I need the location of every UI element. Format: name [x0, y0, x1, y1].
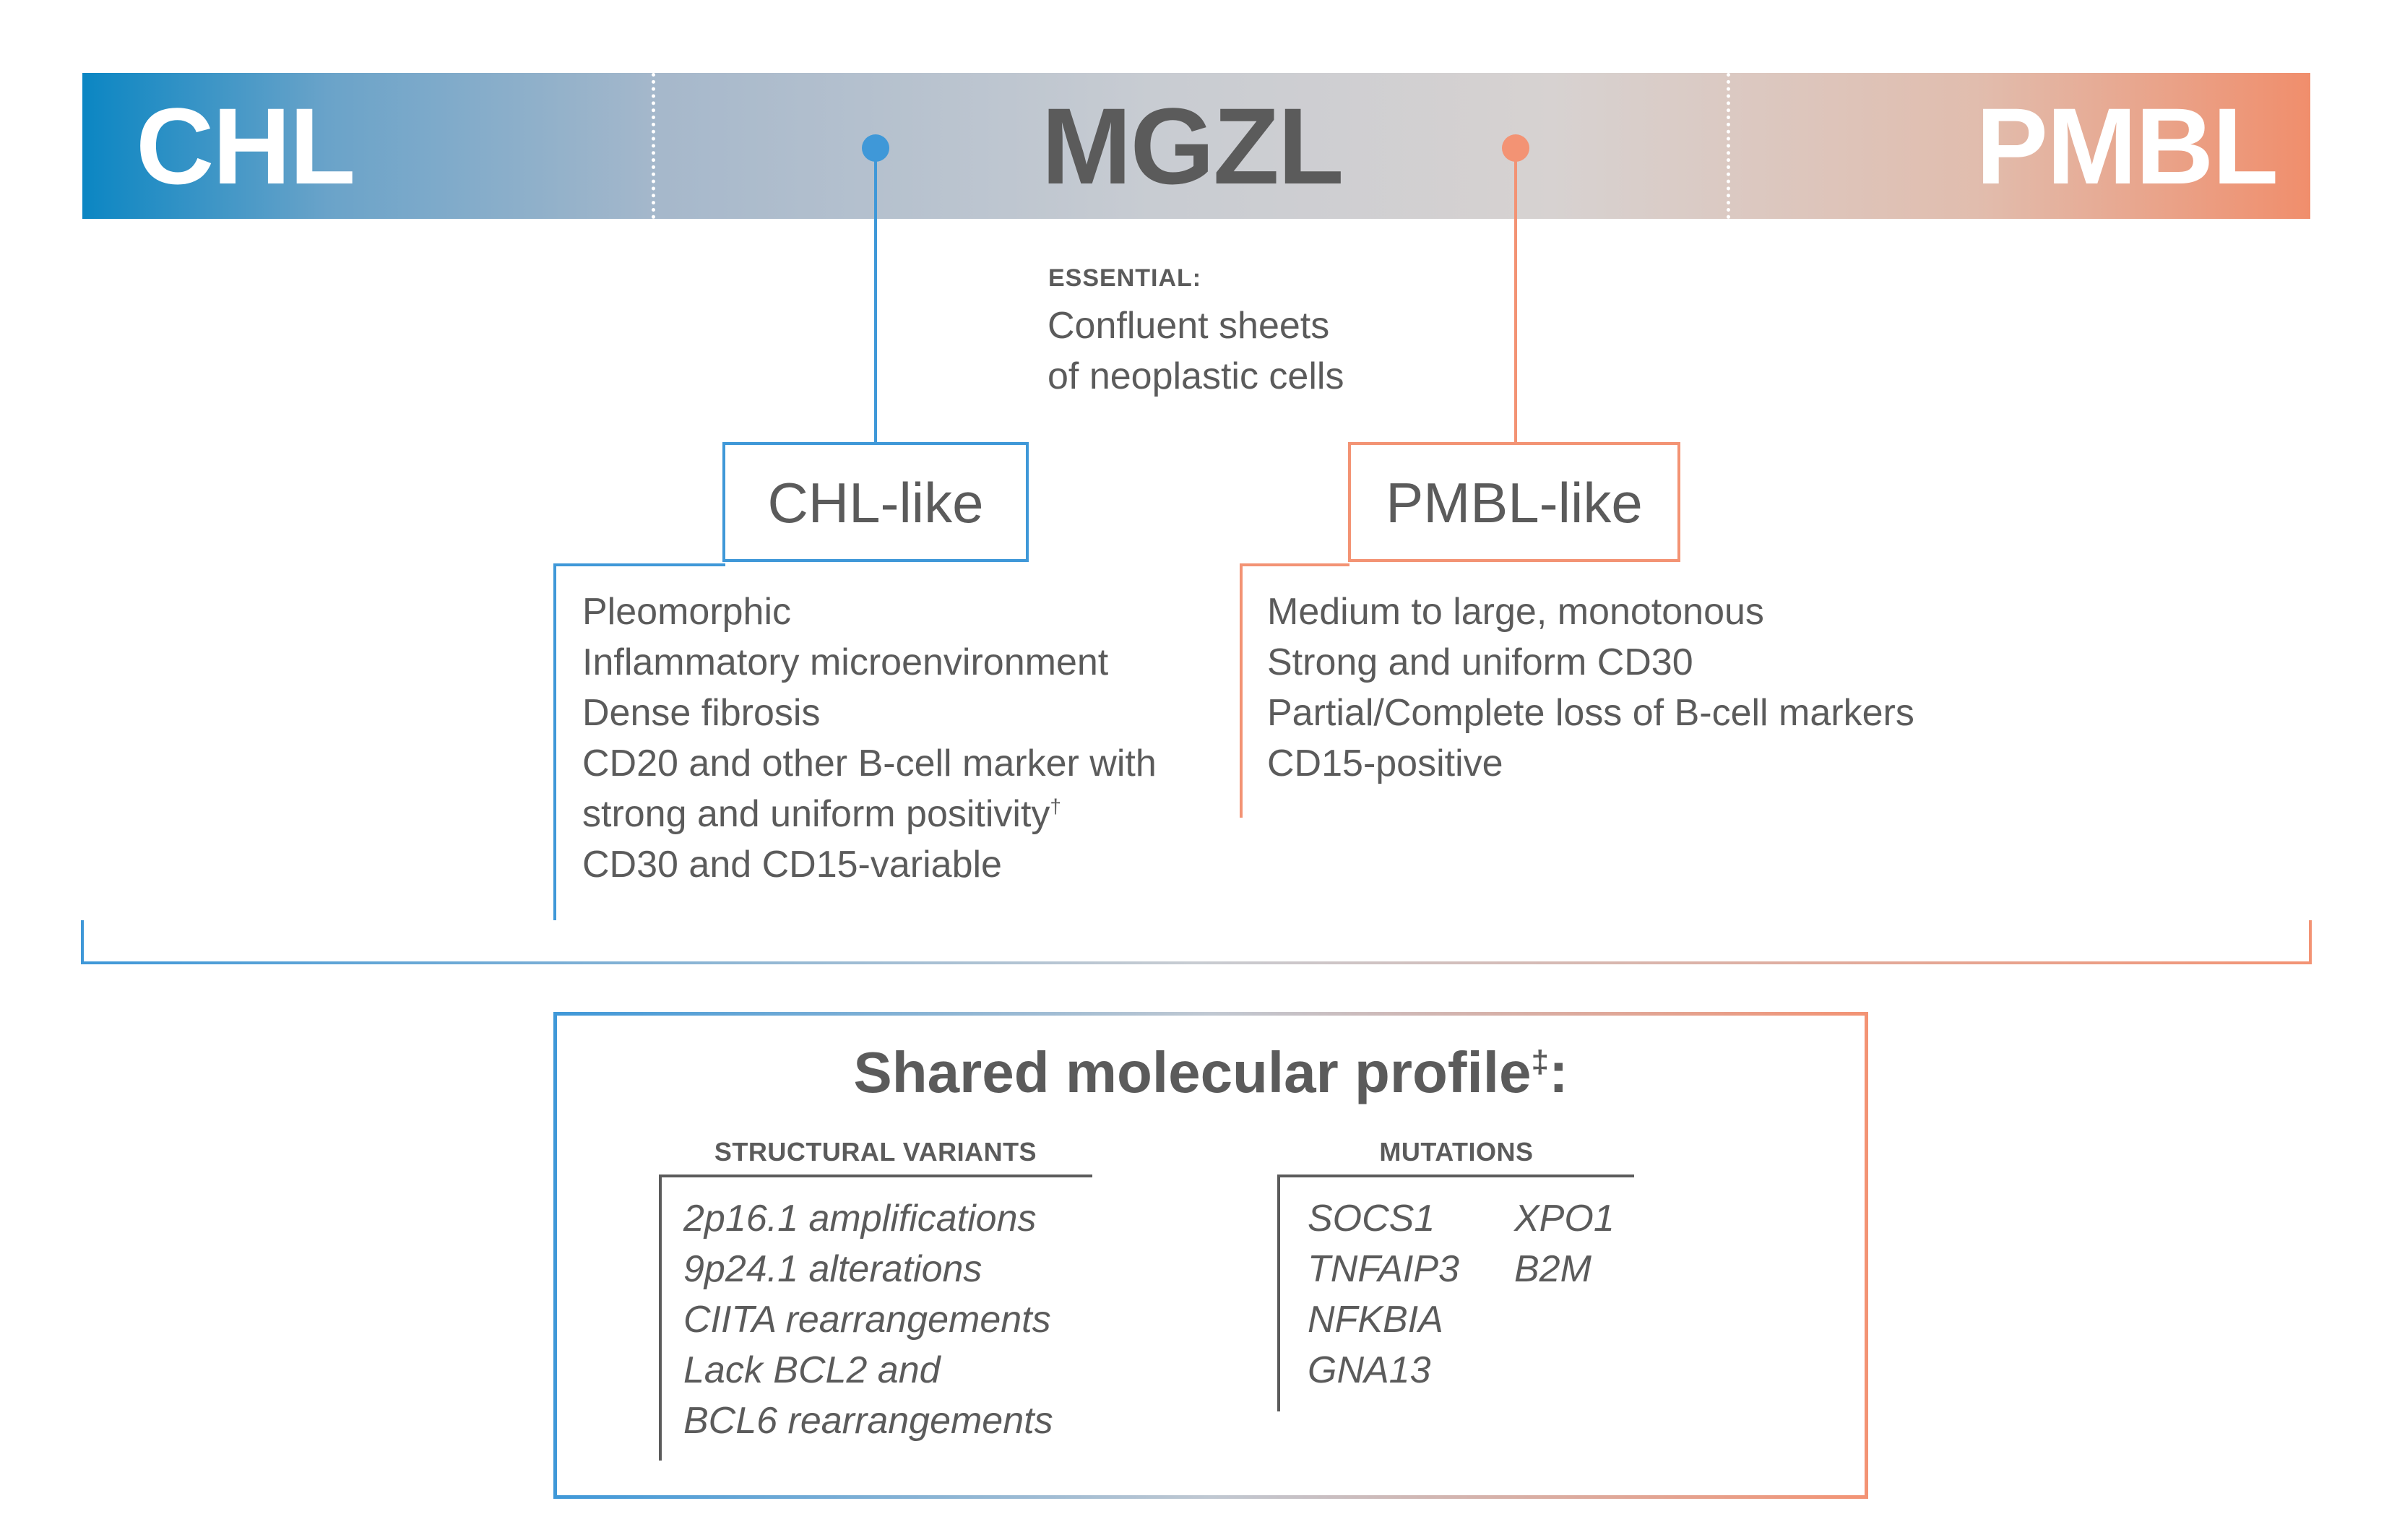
- list-item: Strong and uniform CD30: [1267, 641, 1693, 683]
- structural-variants-heading: STRUCTURAL VARIANTS: [714, 1137, 1037, 1167]
- list-item: TNFAIP3: [1308, 1248, 1459, 1290]
- mutations-heading: MUTATIONS: [1379, 1137, 1534, 1167]
- list-item: SOCS1: [1308, 1198, 1435, 1240]
- chl-like-feature-list: Pleomorphic Inflammatory microenvironmen…: [582, 587, 1232, 890]
- list-item: NFKBIA: [1308, 1299, 1443, 1341]
- list-item: 2p16.1 amplifications: [683, 1198, 1037, 1240]
- list-item: Inflammatory microenvironment: [582, 641, 1109, 683]
- list-item: Lack BCL2 and: [683, 1349, 941, 1391]
- mutations-rule: [1277, 1175, 1634, 1177]
- chl-like-bracket: [553, 563, 556, 920]
- list-item: CD15-positive: [1267, 743, 1503, 784]
- list-item: Dense fibrosis: [582, 692, 821, 734]
- pmbl-like-connector-line: [1514, 148, 1517, 442]
- dagger-footnote-mark: †: [1050, 795, 1061, 818]
- essential-heading: ESSENTIAL:: [1048, 264, 1202, 292]
- list-item: BCL6 rearrangements: [683, 1400, 1053, 1442]
- list-item: Pleomorphic: [582, 591, 792, 633]
- structural-variants-list: 2p16.1 amplifications 9p24.1 alterations…: [683, 1193, 1117, 1446]
- structural-variants-rule: [659, 1175, 662, 1461]
- list-item: Medium to large, monotonous: [1267, 591, 1764, 633]
- mutations-rule: [1277, 1175, 1280, 1411]
- list-item: XPO1: [1514, 1198, 1615, 1240]
- double-dagger-footnote-mark: ‡: [1531, 1044, 1549, 1080]
- list-item: CD20 and other B-cell marker with: [582, 743, 1157, 784]
- spectrum-divider-right: [1727, 73, 1730, 219]
- list-item: GNA13: [1308, 1349, 1431, 1391]
- list-item: CD30 and CD15-variable: [582, 844, 1002, 886]
- list-item: B2M: [1514, 1248, 1592, 1290]
- chl-like-connector-line: [874, 148, 877, 442]
- mgzl-label: MGZL: [1041, 85, 1344, 207]
- mutations-list-column-2: XPO1 B2M: [1514, 1193, 1659, 1294]
- list-item: CIITA rearrangements: [683, 1299, 1051, 1341]
- list-item: strong and uniform positivity†: [582, 789, 1232, 839]
- pmbl-like-feature-list: Medium to large, monotonous Strong and u…: [1267, 587, 2062, 789]
- shared-profile-title-text: Shared molecular profile: [853, 1040, 1532, 1104]
- essential-text-line: Confluent sheets: [1048, 305, 1330, 347]
- chl-like-box: CHL-like: [722, 442, 1029, 562]
- spectrum-bar: [82, 73, 2310, 219]
- list-item-text: strong and uniform positivity: [582, 793, 1050, 835]
- shared-profile-title: Shared molecular profile‡:: [553, 1033, 1868, 1112]
- structural-variants-rule: [659, 1175, 1092, 1177]
- pmbl-like-bracket: [1240, 563, 1243, 818]
- shared-profile-title-colon: :: [1548, 1040, 1568, 1104]
- essential-text-line: of neoplastic cells: [1048, 355, 1344, 397]
- chl-label: CHL: [136, 85, 355, 207]
- pmbl-like-bracket: [1240, 563, 1349, 566]
- shared-profile-box: [553, 1012, 1868, 1499]
- spectrum-bracket: [81, 961, 2312, 964]
- list-item: 9p24.1 alterations: [683, 1248, 982, 1290]
- list-item: Partial/Complete loss of B-cell markers: [1267, 692, 1914, 734]
- mutations-list-column-1: SOCS1 TNFAIP3 NFKBIA GNA13: [1308, 1193, 1495, 1396]
- spectrum-divider-left: [652, 73, 655, 219]
- spectrum-bracket-right-end: [2309, 920, 2312, 964]
- chl-like-bracket: [553, 563, 725, 566]
- pmbl-like-box: PMBL-like: [1348, 442, 1680, 562]
- pmbl-label: PMBL: [1976, 85, 2279, 207]
- spectrum-bracket-left-end: [81, 920, 84, 964]
